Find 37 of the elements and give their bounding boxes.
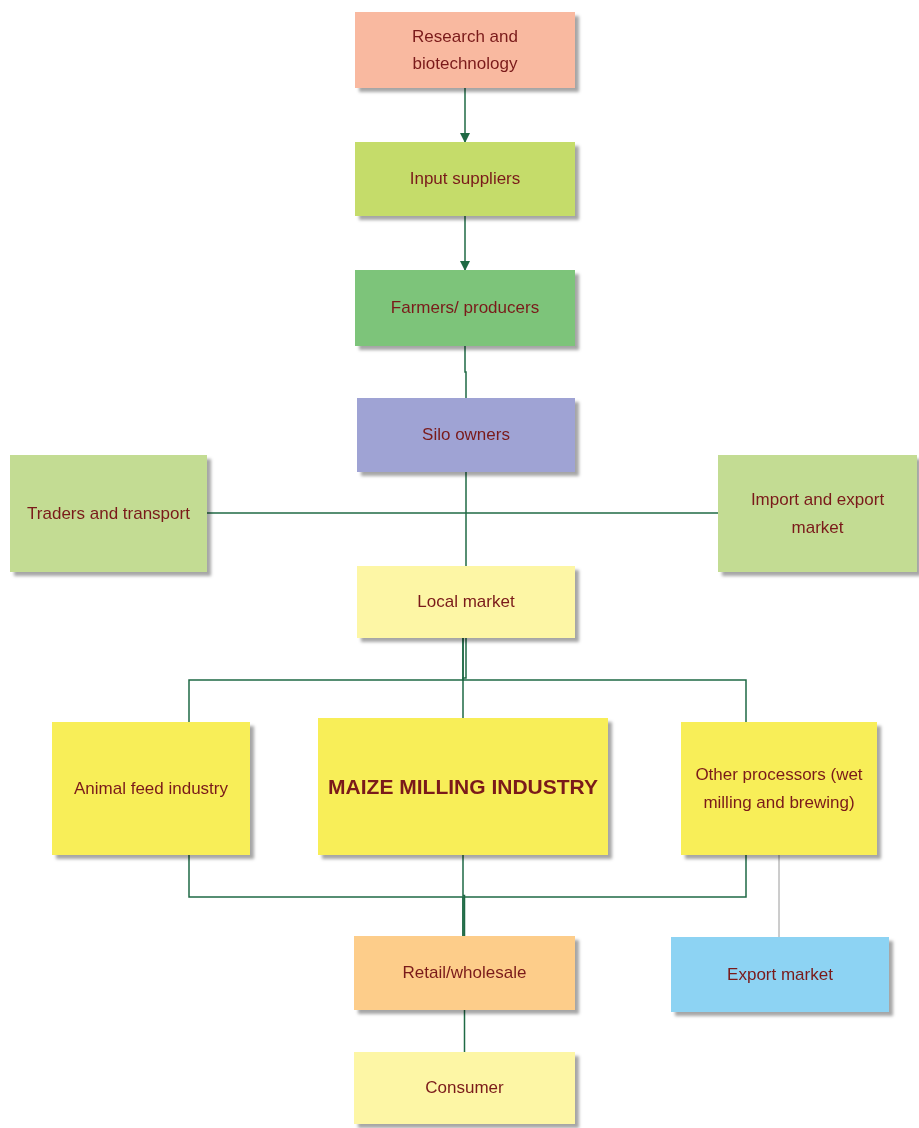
box-label: Input suppliers: [409, 168, 521, 191]
connector-line: [778, 854, 780, 938]
process-box: [318, 718, 608, 855]
process-box: [355, 270, 575, 346]
connector-line: [464, 345, 467, 399]
box-label: Local market: [417, 591, 515, 614]
arrow: [460, 87, 470, 143]
process-box: [718, 455, 917, 572]
connector-line: [465, 471, 467, 567]
box-label: Farmers/ producers: [390, 297, 540, 320]
connector-line: [462, 637, 467, 719]
arrow: [460, 215, 470, 271]
process-box: [357, 398, 575, 472]
process-box: [354, 1052, 575, 1124]
process-box: [355, 142, 575, 216]
box-label: Animal feed industry: [74, 777, 228, 800]
process-box: [10, 455, 207, 572]
box-label: Retail/wholesale: [402, 962, 527, 985]
box-label: Import and export market: [749, 489, 886, 539]
box-label: Research and biotechnology: [411, 25, 519, 75]
connector-line: [462, 854, 747, 937]
process-box: [354, 936, 575, 1010]
connector-line: [462, 854, 466, 937]
box-label: Other processors (wet milling and brewing): [694, 764, 864, 814]
box-label: Consumer: [425, 1077, 504, 1100]
process-box: [671, 937, 889, 1012]
connector-line: [462, 637, 747, 723]
box-label: Export market: [727, 963, 833, 986]
process-box: [681, 722, 877, 855]
box-label: Traders and transport: [27, 502, 190, 525]
process-box: [357, 566, 575, 638]
connector-line: [206, 512, 719, 514]
box-label: Silo owners: [422, 424, 510, 447]
box-label: MAIZE MILLING INDUSTRY: [328, 773, 598, 800]
process-box: [355, 12, 575, 88]
connector-line: [463, 1009, 466, 1053]
process-box: [52, 722, 250, 855]
